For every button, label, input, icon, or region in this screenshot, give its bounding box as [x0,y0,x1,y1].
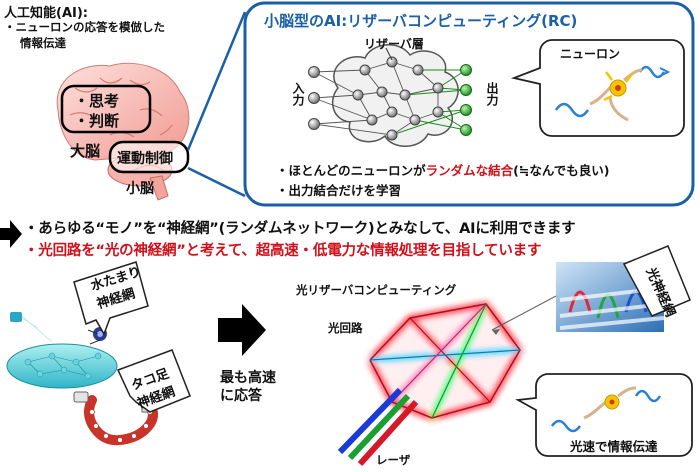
light-speed-bubble [515,373,693,457]
thinking-label: ・思考 [74,92,120,110]
motor-control-box [108,140,190,174]
input-nodes [308,66,320,130]
rc-panel-title: 小脳型のAI:リザーバコンピューティング(RC) [264,12,578,30]
optical-rc-title: 光リザーバコンピューティング [296,283,457,297]
ai-heading: 人工知能(AI): [4,6,88,21]
water-puddle-network [6,312,118,389]
ai-description-line1: ・ニューロンの応答を模倣した [4,20,165,34]
reservoir-leader [385,47,393,61]
optical-circuit-label: 光回路 [328,321,363,335]
callout-line-bottom [187,166,246,198]
optical-circuit [337,300,524,467]
laser-label: レーザ [376,453,411,467]
bullet-arrow [0,220,22,248]
output-nodes [460,64,472,136]
rc-bullet-random: ・ほとんどのニューロンがランダムな結合(≒なんでも良い) [276,163,610,178]
thinking-box [60,84,152,134]
octopus-network [73,391,158,446]
judgment-label: ・判断 [74,112,120,130]
cerebrum-label: 大脳 [70,142,101,160]
fastest-response-line1: 最も高速 [220,370,276,386]
neuron-bubble [510,39,685,137]
reservoir-nodes [352,56,444,141]
callout-line-top [186,11,247,151]
fastest-response-line2: に応答 [220,388,262,404]
cerebellum-label: 小脳 [126,181,154,197]
light-speed-label: 光速で情報伝達 [570,439,658,454]
reservoir-layer-label: リザーバ層 [364,37,424,51]
message-line1: ・あらゆる“モノ”を“神経網”(ランダムネットワーク)とみなして、AIに利用でき… [24,221,576,237]
motor-control-label: 運動制御 [117,151,173,167]
optical-net-tag [622,245,691,317]
fiber-pointer [491,295,557,331]
message-line2: ・光回路を“光の神経網”と考えて、超高速・低電力な情報処理を目指しています [24,243,542,259]
water-network-callout [73,261,149,336]
ai-description-line2: 情報伝達 [20,36,66,50]
rc-bullet-output-learning: ・出力結合だけを学習 [276,183,402,198]
neuron-label: ニューロン [560,47,621,61]
response-arrow [218,304,266,356]
octopus-network-callout [116,349,191,413]
input-label: 入力 [291,82,305,106]
output-label: 出力 [485,82,499,106]
